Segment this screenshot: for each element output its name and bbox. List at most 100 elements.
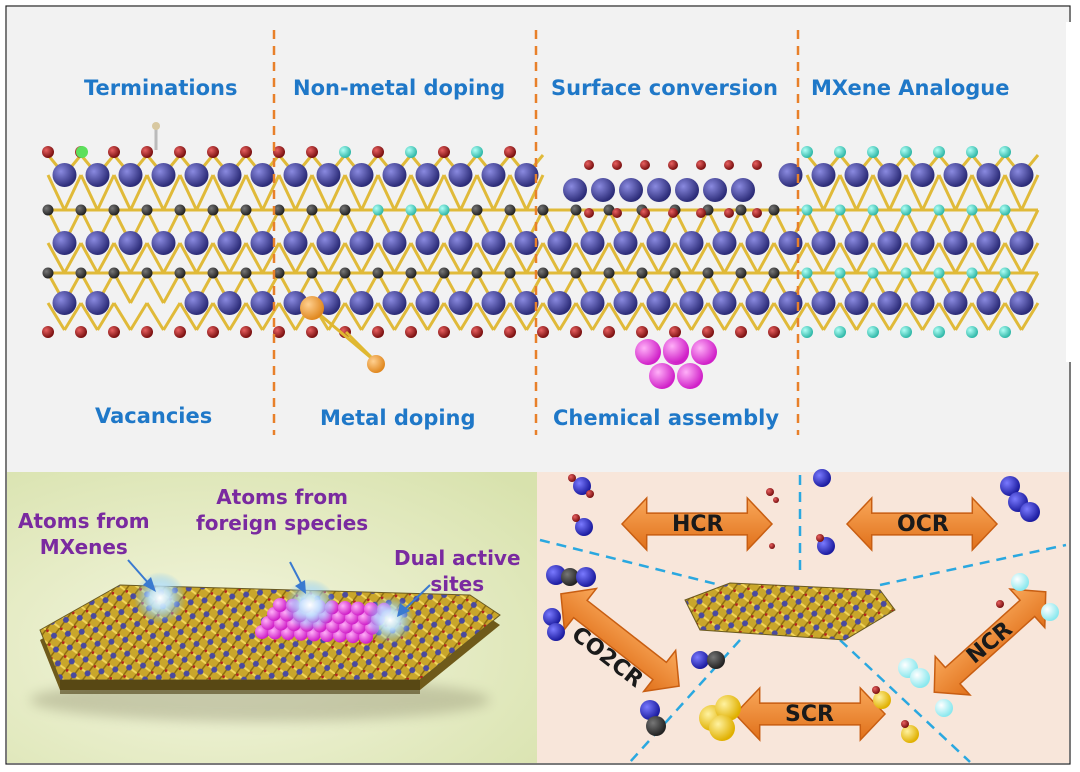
surface-atom: [240, 146, 252, 158]
reaction-dividers: [539, 475, 1067, 763]
metal-atom: [250, 231, 275, 255]
surface-atom: [471, 146, 483, 158]
surface-atom: [999, 326, 1011, 338]
metal-atom: [382, 291, 407, 315]
carbon-atom: [438, 267, 450, 279]
molecule-atom: [816, 534, 824, 542]
metal-atom: [85, 231, 110, 255]
metal-atom: [85, 163, 110, 187]
metal-atom: [151, 163, 176, 187]
metal-atom: [646, 231, 671, 255]
molecule-atom: [707, 651, 725, 669]
carbon-atom: [504, 267, 516, 279]
carbon-atom: [900, 267, 912, 279]
surface-atom: [724, 160, 734, 170]
converted-surface-atom: [591, 178, 615, 202]
metal-atom: [52, 163, 77, 187]
metal-atom: [943, 163, 968, 187]
carbon-atom: [174, 267, 186, 279]
carbon-atom: [933, 204, 945, 216]
metal-atom: [184, 291, 209, 315]
callout-line: sites: [430, 572, 485, 596]
molecule-atom: [1000, 476, 1020, 496]
surface-atom: [900, 146, 912, 158]
carbon-atom: [801, 204, 813, 216]
carbon-atom: [141, 267, 153, 279]
metal-atom: [184, 231, 209, 255]
molecule-atom: [872, 686, 880, 694]
assembly-atom: [677, 363, 703, 389]
surface-atom: [174, 326, 186, 338]
assembly-atom: [691, 339, 717, 365]
molecule-atom: [561, 568, 579, 586]
carbon-atom: [42, 267, 54, 279]
metal-atom: [448, 231, 473, 255]
label-terminations: Terminations: [84, 76, 238, 100]
metal-atom: [250, 291, 275, 315]
molecule-atom: [547, 623, 565, 641]
metal-atom: [547, 291, 572, 315]
metal-atom: [613, 231, 638, 255]
carbon-atom: [75, 267, 87, 279]
molecule-atom: [546, 565, 566, 585]
label-chemical-assembly: Chemical assembly: [553, 406, 780, 430]
label-vacancies: Vacancies: [95, 404, 213, 428]
molecule-atom: [543, 608, 561, 626]
metal-atom: [283, 163, 308, 187]
metal-atom: [844, 231, 869, 255]
molecule-atom: [572, 514, 580, 522]
assembly-atom: [635, 339, 661, 365]
converted-surface-atom: [619, 178, 643, 202]
metal-atom: [877, 163, 902, 187]
surface-atom: [207, 146, 219, 158]
molecule-atom: [575, 518, 593, 536]
metal-atom: [712, 231, 737, 255]
termination-atom: [76, 146, 88, 158]
metal-atom: [712, 291, 737, 315]
surface-atom: [636, 326, 648, 338]
assembly-atom: [649, 363, 675, 389]
top-dividers: [272, 30, 800, 435]
molecule-atom: [715, 695, 741, 721]
callout-arrow-icon: [403, 584, 431, 611]
metal-atom: [85, 291, 110, 315]
sparkle-icon: [366, 596, 414, 644]
double-arrow-icon: [933, 588, 1047, 696]
callout-line: Atoms from: [216, 485, 348, 509]
carbon-atom: [735, 267, 747, 279]
converted-surface-atom: [647, 178, 671, 202]
molecule-atom: [813, 469, 831, 487]
molecule-atom: [646, 716, 666, 736]
right-edge-strip: [1066, 22, 1080, 362]
converted-surface-atom: [731, 178, 755, 202]
metal-atom: [778, 231, 803, 255]
metal-atom: [976, 231, 1001, 255]
metal-atom: [580, 291, 605, 315]
surface-atom: [207, 326, 219, 338]
molecule-atom: [573, 477, 591, 495]
surface-atom: [42, 146, 54, 158]
molecule-atom: [910, 668, 930, 688]
surface-atom: [801, 146, 813, 158]
surface-atom: [75, 326, 87, 338]
molecule-atom: [1020, 502, 1040, 522]
surface-atom: [834, 146, 846, 158]
callout-atoms-from-mxenes: Atoms from MXenes: [18, 508, 150, 560]
carbon-atom: [405, 267, 417, 279]
carbon-atom: [603, 204, 615, 216]
metal-atom: [52, 291, 77, 315]
surface-atom: [752, 160, 762, 170]
metal-atom: [778, 163, 803, 187]
metal-atom: [910, 291, 935, 315]
carbon-atom: [603, 267, 615, 279]
metal-atom: [943, 231, 968, 255]
surface-atom: [108, 326, 120, 338]
carbon-atom: [570, 267, 582, 279]
metal-atom: [349, 231, 374, 255]
carbon-atom: [471, 204, 483, 216]
carbon-atom: [768, 267, 780, 279]
callout-line: Atoms from: [18, 509, 150, 533]
molecule-atom: [709, 715, 735, 741]
surface-atom: [471, 326, 483, 338]
converted-surface-atom: [703, 178, 727, 202]
